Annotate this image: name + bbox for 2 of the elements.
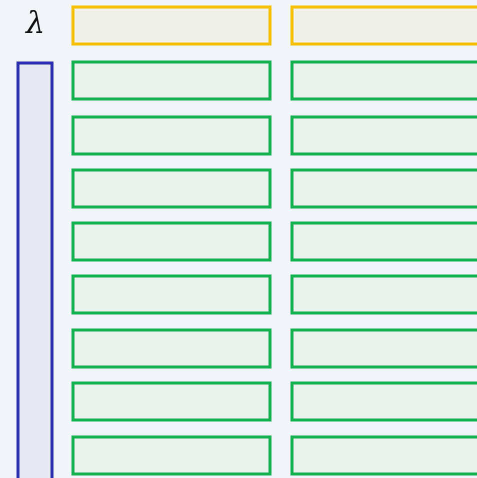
lambda-symbol: λ [26,6,46,42]
vertical-bar [16,62,54,478]
